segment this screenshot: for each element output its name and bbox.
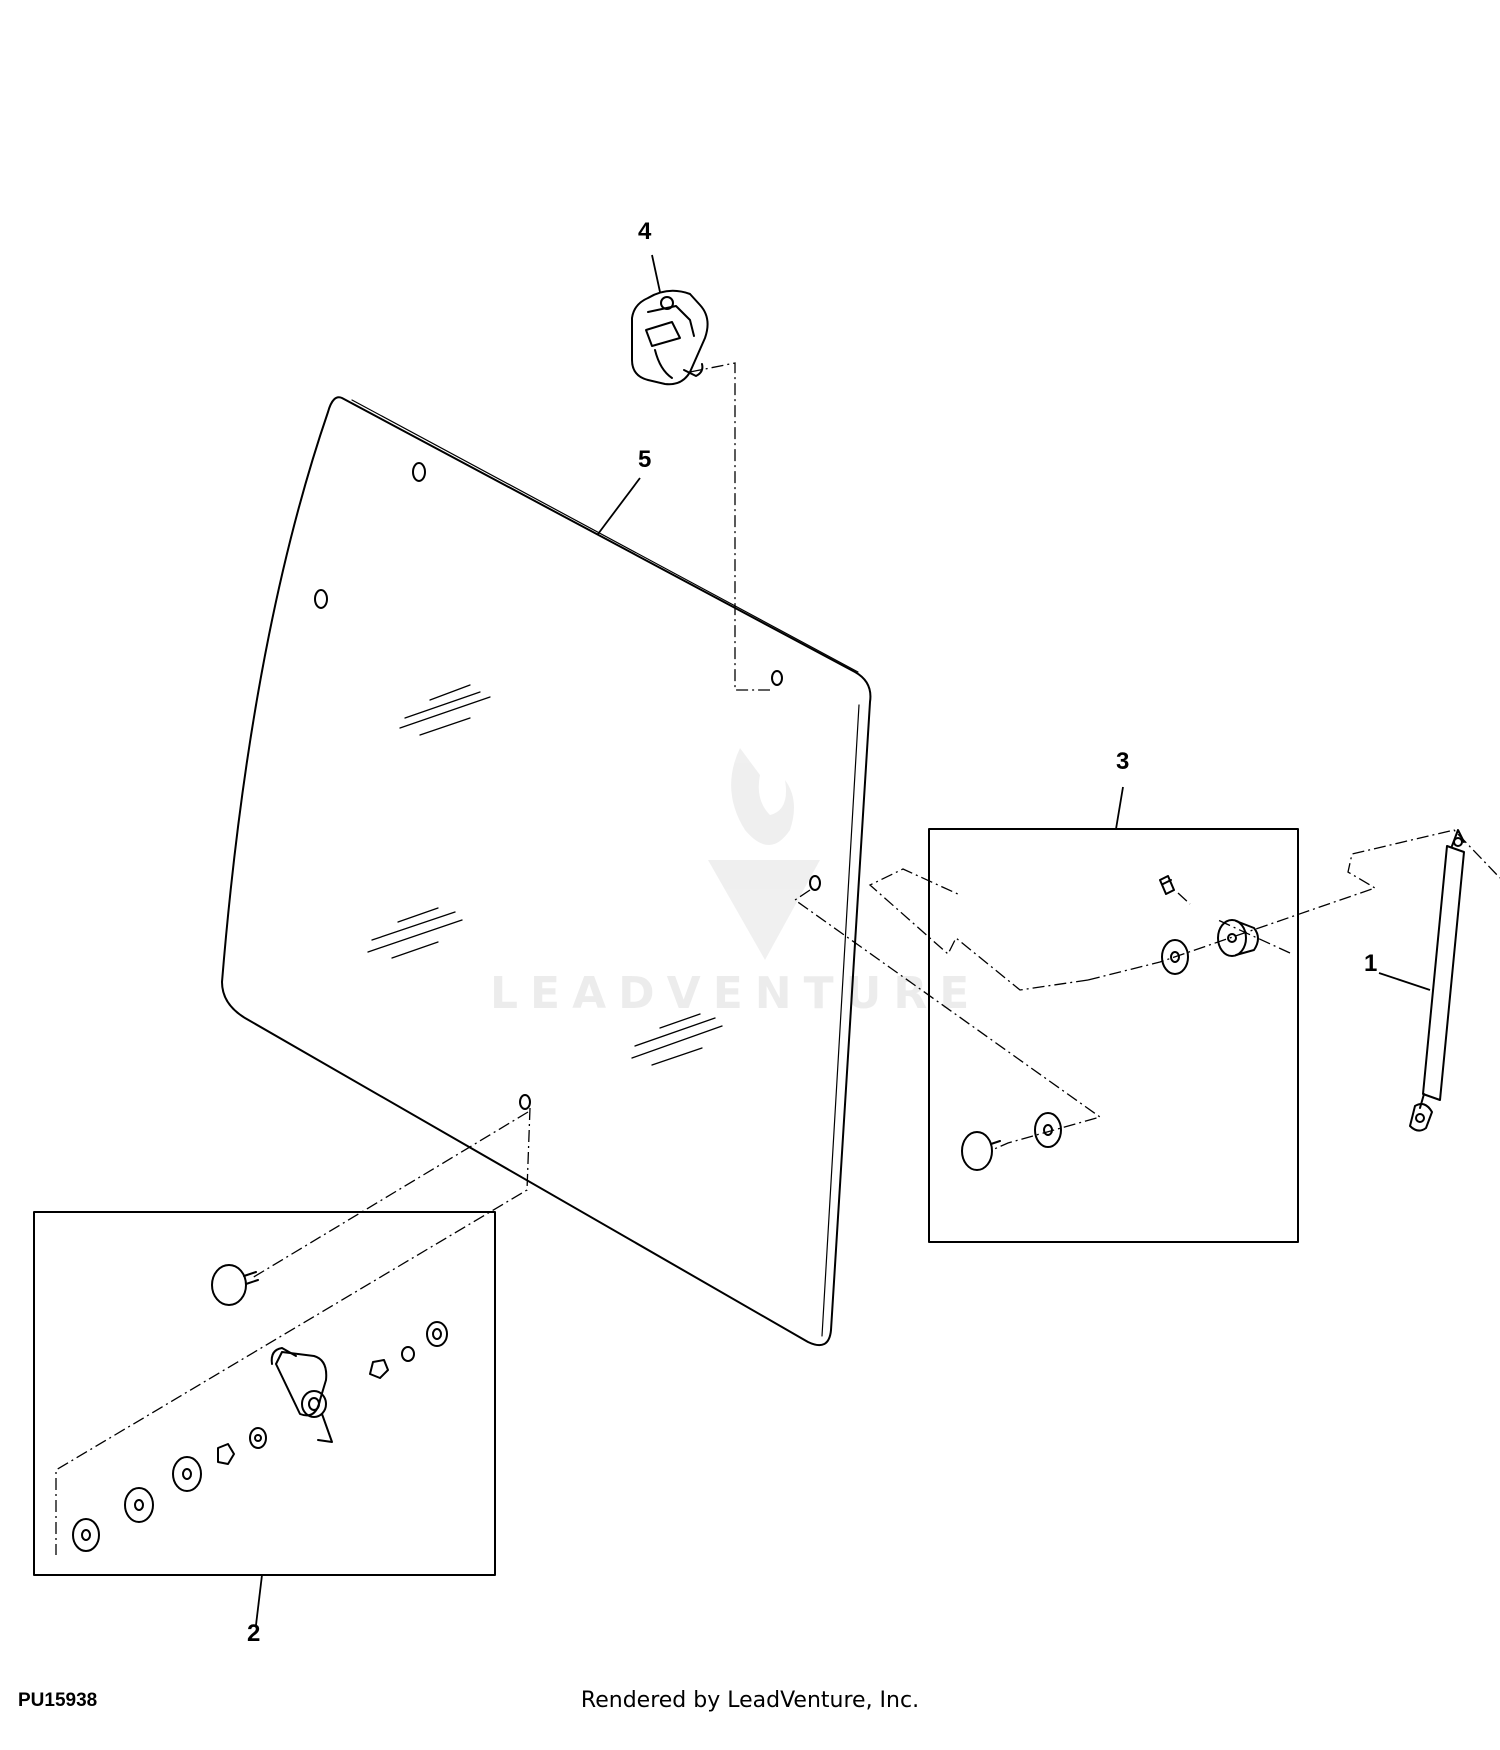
callout-1[interactable]: 1 <box>1364 950 1378 977</box>
box-3 <box>928 828 1299 1243</box>
callout-5[interactable]: 5 <box>638 446 652 473</box>
footer-credit: Rendered by LeadVenture, Inc. <box>580 1688 920 1713</box>
watermark-text: LEADVENTURE <box>490 968 982 1019</box>
callout-2[interactable]: 2 <box>247 1620 261 1647</box>
watermark-logo <box>708 748 820 960</box>
callout-4[interactable]: 4 <box>638 218 652 245</box>
box-2 <box>33 1211 496 1576</box>
part-2-hardware <box>72 1264 448 1552</box>
gas-strut <box>1409 829 1465 1132</box>
latch <box>631 289 709 386</box>
glass-panel <box>221 396 872 1346</box>
figure-id: PU15938 <box>18 1690 98 1711</box>
callout-3[interactable]: 3 <box>1116 748 1130 775</box>
part-3-hardware <box>961 875 1259 1171</box>
